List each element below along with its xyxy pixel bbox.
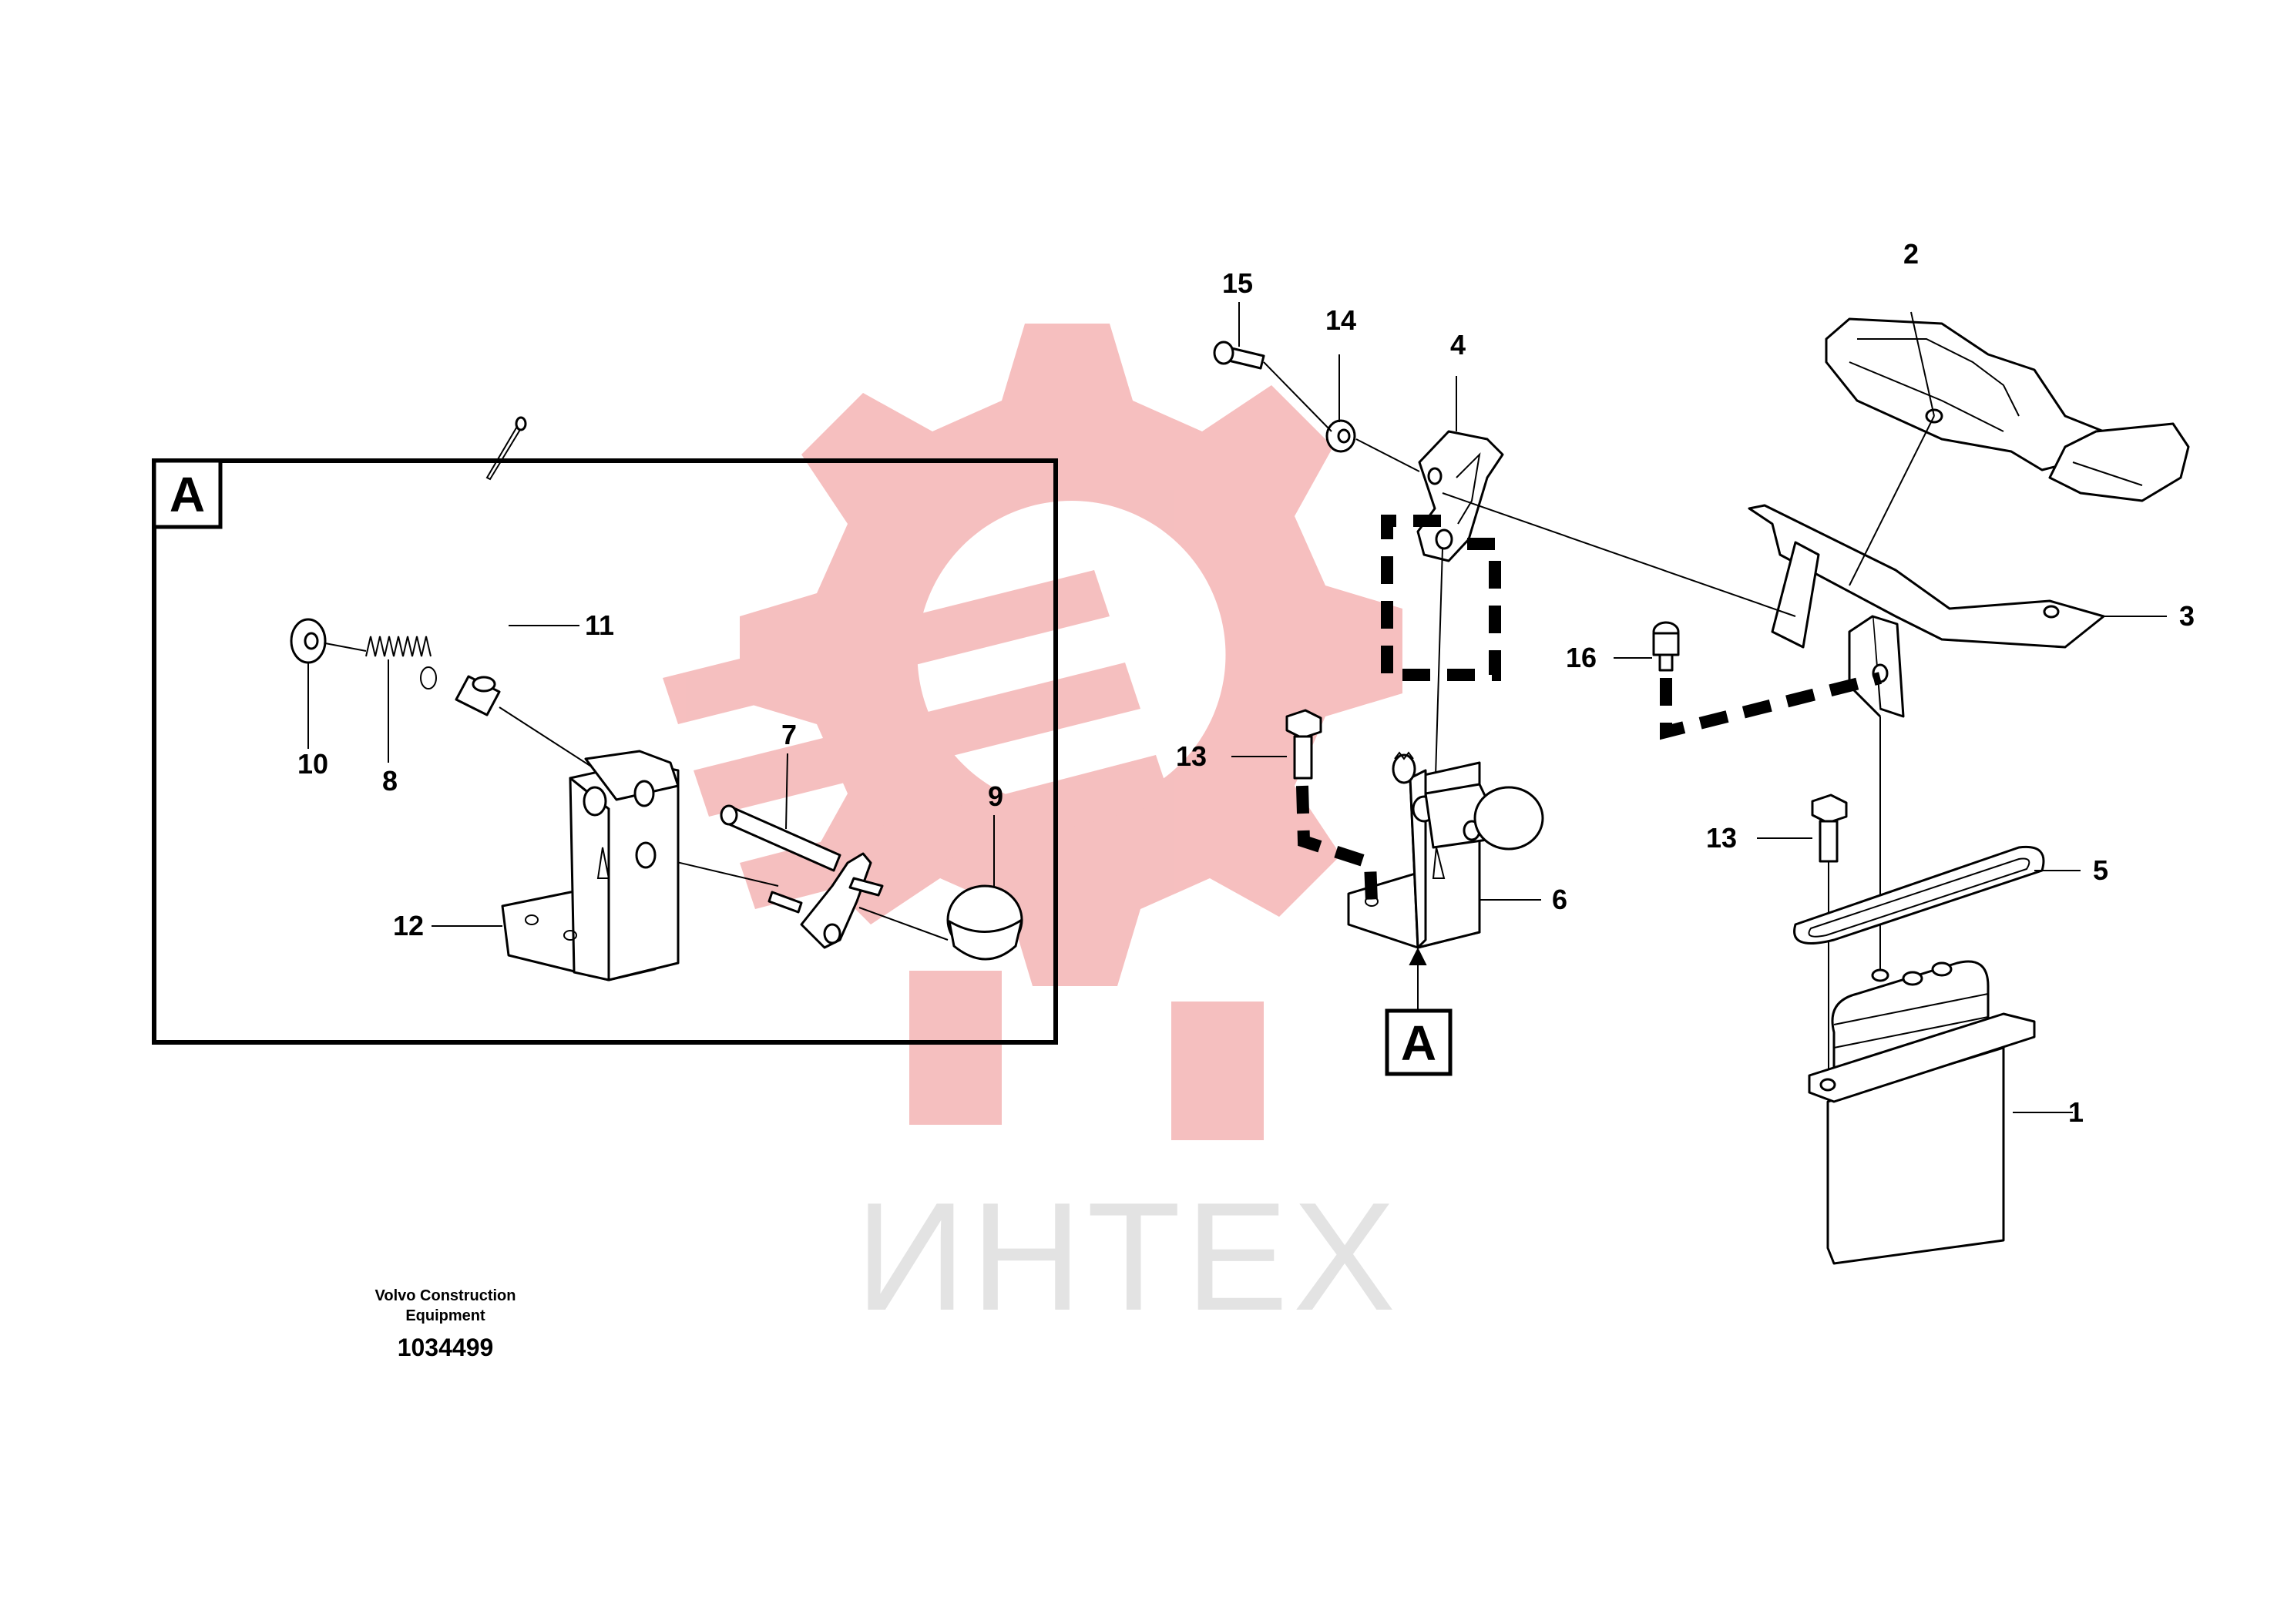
callout-1: 1 — [2068, 1096, 2084, 1128]
callout-16: 16 — [1566, 642, 1597, 673]
part-sleeve — [455, 675, 501, 716]
callout-7: 7 — [781, 719, 797, 750]
part-pedal-valve — [1808, 960, 2036, 1265]
callout-10: 10 — [297, 748, 328, 780]
part-number: 1034499 — [398, 1334, 494, 1361]
detail-ref-box — [1385, 1008, 1453, 1076]
detail-label: A — [170, 467, 205, 522]
callout-15: 15 — [1222, 267, 1253, 299]
detail-view-a: A — [152, 416, 1058, 1045]
part-bracket — [501, 750, 680, 981]
part-switch-assembly — [1347, 751, 1544, 949]
caption-line-2: Equipment — [405, 1307, 485, 1324]
part-knob — [946, 884, 1023, 961]
part-cotter-pin — [485, 416, 527, 481]
leader-7 — [785, 753, 788, 830]
callout-11: 11 — [585, 609, 614, 641]
callout-8: 8 — [382, 765, 398, 797]
watermark-text: ИНТЕХ — [855, 1171, 1400, 1343]
callout-9: 9 — [988, 780, 1003, 812]
part-flange-bolt-right — [1811, 794, 1848, 863]
part-flange-bolt-left — [1285, 709, 1322, 780]
detail-frame — [152, 458, 1058, 1045]
callout-13-left: 13 — [1176, 740, 1207, 772]
callout-2: 2 — [1903, 238, 1919, 270]
part-socket-screw — [1652, 621, 1680, 672]
callout-6: 6 — [1552, 884, 1567, 915]
leader-2 — [1910, 311, 1935, 417]
callout-12: 12 — [393, 910, 424, 941]
part-spring — [365, 636, 437, 690]
main-assembly: A — [307, 302, 2190, 1265]
footer: Volvo Construction Equipment 1034499 — [375, 1287, 516, 1361]
callout-13-right: 13 — [1706, 822, 1737, 854]
caption-line-1: Volvo Construction — [375, 1287, 516, 1304]
part-lock-washer — [1325, 419, 1356, 453]
callouts: 2 3 4 5 6 1 15 14 16 13 13 11 10 8 7 9 1… — [297, 238, 2195, 1128]
part-bolt-top — [1213, 341, 1265, 370]
callout-5: 5 — [2093, 854, 2108, 886]
part-shaft-lever — [720, 804, 884, 949]
part-pedal-pad — [1825, 317, 2190, 502]
callout-4: 4 — [1450, 329, 1466, 361]
callout-14: 14 — [1325, 304, 1356, 336]
detail-ref-label: A — [1401, 1015, 1436, 1071]
detail-label-box — [152, 458, 223, 529]
watermark-logo: ИНТЕХ — [663, 324, 1402, 1343]
part-washer — [290, 618, 327, 664]
callout-3: 3 — [2179, 600, 2195, 632]
part-gasket — [1793, 845, 2045, 945]
part-pedal-bracket — [1748, 504, 2105, 718]
